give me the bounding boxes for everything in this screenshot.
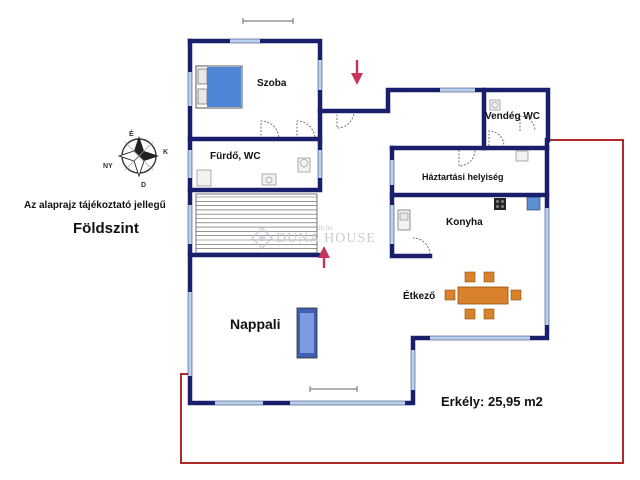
watermark-logo-icon (250, 226, 274, 250)
toilet-icon (297, 157, 311, 173)
door-arcs (260, 110, 536, 256)
balcony-outline (180, 139, 624, 464)
sofa-icon (296, 307, 318, 359)
staircase (195, 193, 318, 255)
wall-segment (187, 38, 551, 143)
room-label-haztartasi: Háztartási helyiség (422, 172, 504, 182)
balcony-outline-line (180, 139, 624, 464)
dining-table-icon (444, 271, 522, 320)
bed-icon (195, 65, 243, 109)
room-label-furdo: Fürdő, WC (210, 151, 261, 162)
compass-label-n: É (129, 129, 134, 138)
floor-title: Földszint (73, 220, 139, 237)
compass-label-s: D (141, 182, 146, 189)
wall-segment (187, 38, 550, 406)
fridge-icon (526, 196, 541, 211)
dimension-marks (242, 18, 358, 392)
bathtub-icon (196, 169, 212, 187)
entry-arrow-stairs (318, 246, 330, 268)
stove-icon (494, 198, 506, 210)
entry-arrow-top (351, 60, 363, 85)
walls (187, 38, 551, 406)
watermark-url: dh.hu (317, 224, 333, 232)
windows (188, 39, 549, 405)
guest-toilet-icon (489, 99, 501, 111)
compass-icon: É K D NY (103, 129, 168, 189)
sink-icon (261, 173, 277, 186)
compass-label-e: K (163, 149, 168, 156)
balcony-area-label: Erkély: 25,95 m2 (441, 394, 543, 409)
kitchen-sink-icon (397, 209, 411, 231)
disclaimer-note: Az alaprajz tájékoztató jellegű (24, 200, 166, 211)
compass-label-w: NY (103, 163, 113, 170)
room-label-nappali: Nappali (230, 316, 281, 332)
guest-sink-icon (515, 150, 529, 162)
watermark-brand: DUNA HOUSE (276, 231, 376, 246)
room-label-konyha: Konyha (446, 217, 483, 228)
wall-segment (389, 145, 433, 259)
room-label-szoba: Szoba (257, 78, 287, 89)
room-label-vendeg-wc: Vendég WC (485, 111, 541, 122)
room-label-etkezo: Étkező (403, 291, 436, 302)
